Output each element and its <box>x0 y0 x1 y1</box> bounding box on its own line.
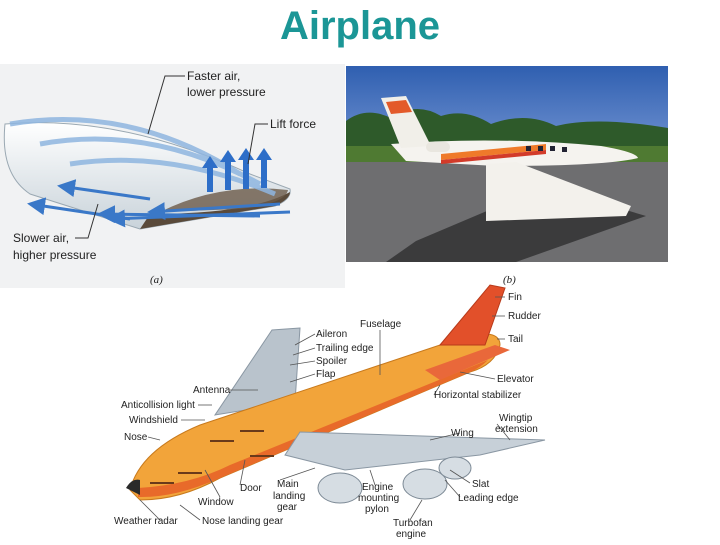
caption-b: (b) <box>503 274 516 286</box>
wing-lift-svg: Faster air, lower pressure Lift force Sl… <box>3 69 316 286</box>
label-landing: landing <box>273 491 305 502</box>
label-aileron: Aileron <box>316 329 347 340</box>
jet-leader-lines <box>139 296 511 521</box>
slower-air-leader <box>75 203 99 239</box>
slower-air-flow-lines <box>27 179 291 228</box>
caption-a: (a) <box>150 274 163 286</box>
label-tail: Tail <box>508 334 523 345</box>
faster-air-leader <box>147 75 185 135</box>
airplane-photo <box>346 66 668 262</box>
photo-windows <box>526 146 567 152</box>
label-lower-pressure: lower pressure <box>187 85 266 99</box>
jet-fuselage <box>129 333 501 501</box>
label-anticollision-light: Anticollision light <box>121 400 195 411</box>
label-pylon: pylon <box>365 504 389 515</box>
label-antenna: Antenna <box>193 385 231 396</box>
label-wing: Wing <box>451 428 474 439</box>
label-fin: Fin <box>508 292 522 303</box>
label-slat: Slat <box>472 479 489 490</box>
label-mounting: mounting <box>358 493 399 504</box>
label-rudder: Rudder <box>508 311 541 322</box>
photo-wing <box>486 162 631 221</box>
jet-anatomy-svg: Fin Rudder Tail Fuselage Aileron Trailin… <box>114 284 546 540</box>
photo-tail-stripe <box>386 100 412 114</box>
label-door: Door <box>240 483 262 494</box>
label-wingtip: Wingtip <box>499 413 533 424</box>
label-weather-radar: Weather radar <box>114 516 178 527</box>
faster-air-flow-lines <box>9 117 276 197</box>
wing-underside <box>140 192 290 229</box>
label-engine: Engine <box>362 482 394 493</box>
jet-nose-cone <box>126 479 140 495</box>
label-lift-force: Lift force <box>270 117 316 131</box>
label-horizontal-stabilizer: Horizontal stabilizer <box>434 390 522 401</box>
jet-horizontal-stabilizer <box>425 345 510 380</box>
lift-force-arrows <box>202 148 272 192</box>
caption-b-layer: (b) <box>503 274 516 286</box>
jet-tail-fin <box>438 284 506 346</box>
label-spoiler: Spoiler <box>316 356 348 367</box>
photo-stripe-red <box>441 150 546 164</box>
wing-lift-diagram: Faster air, lower pressure Lift force Sl… <box>0 64 345 288</box>
jet-anatomy-diagram: Fin Rudder Tail Fuselage Aileron Trailin… <box>110 280 555 540</box>
label-extension: extension <box>495 424 538 435</box>
label-higher-pressure: higher pressure <box>13 248 97 262</box>
jet-windows <box>150 430 274 484</box>
label-slower-air: Slower air, <box>13 231 69 245</box>
label-faster-air: Faster air, <box>187 69 240 83</box>
label-elevator: Elevator <box>497 374 534 385</box>
label-main: Main <box>277 479 299 490</box>
label-turbofan-engine: engine <box>396 529 426 540</box>
label-gear: gear <box>277 502 298 513</box>
jet-engines <box>317 456 472 504</box>
lift-force-leader <box>247 123 268 165</box>
label-leading-edge: Leading edge <box>458 493 519 504</box>
label-windshield: Windshield <box>129 415 178 426</box>
label-fuselage: Fuselage <box>360 319 402 330</box>
photo-stripe-orange <box>441 144 546 160</box>
slide-title: Airplane <box>279 4 441 48</box>
label-nose: Nose <box>124 432 148 443</box>
jet-near-wing <box>284 431 546 471</box>
label-trailing-edge: Trailing edge <box>316 343 374 354</box>
label-nose-landing-gear: Nose landing gear <box>202 516 284 527</box>
photo-engine <box>426 142 450 152</box>
label-window: Window <box>198 497 234 508</box>
label-flap: Flap <box>316 369 336 380</box>
airplane-photo-svg <box>346 66 668 262</box>
jet-far-wing <box>213 327 301 416</box>
label-turbofan: Turbofan <box>393 518 433 529</box>
